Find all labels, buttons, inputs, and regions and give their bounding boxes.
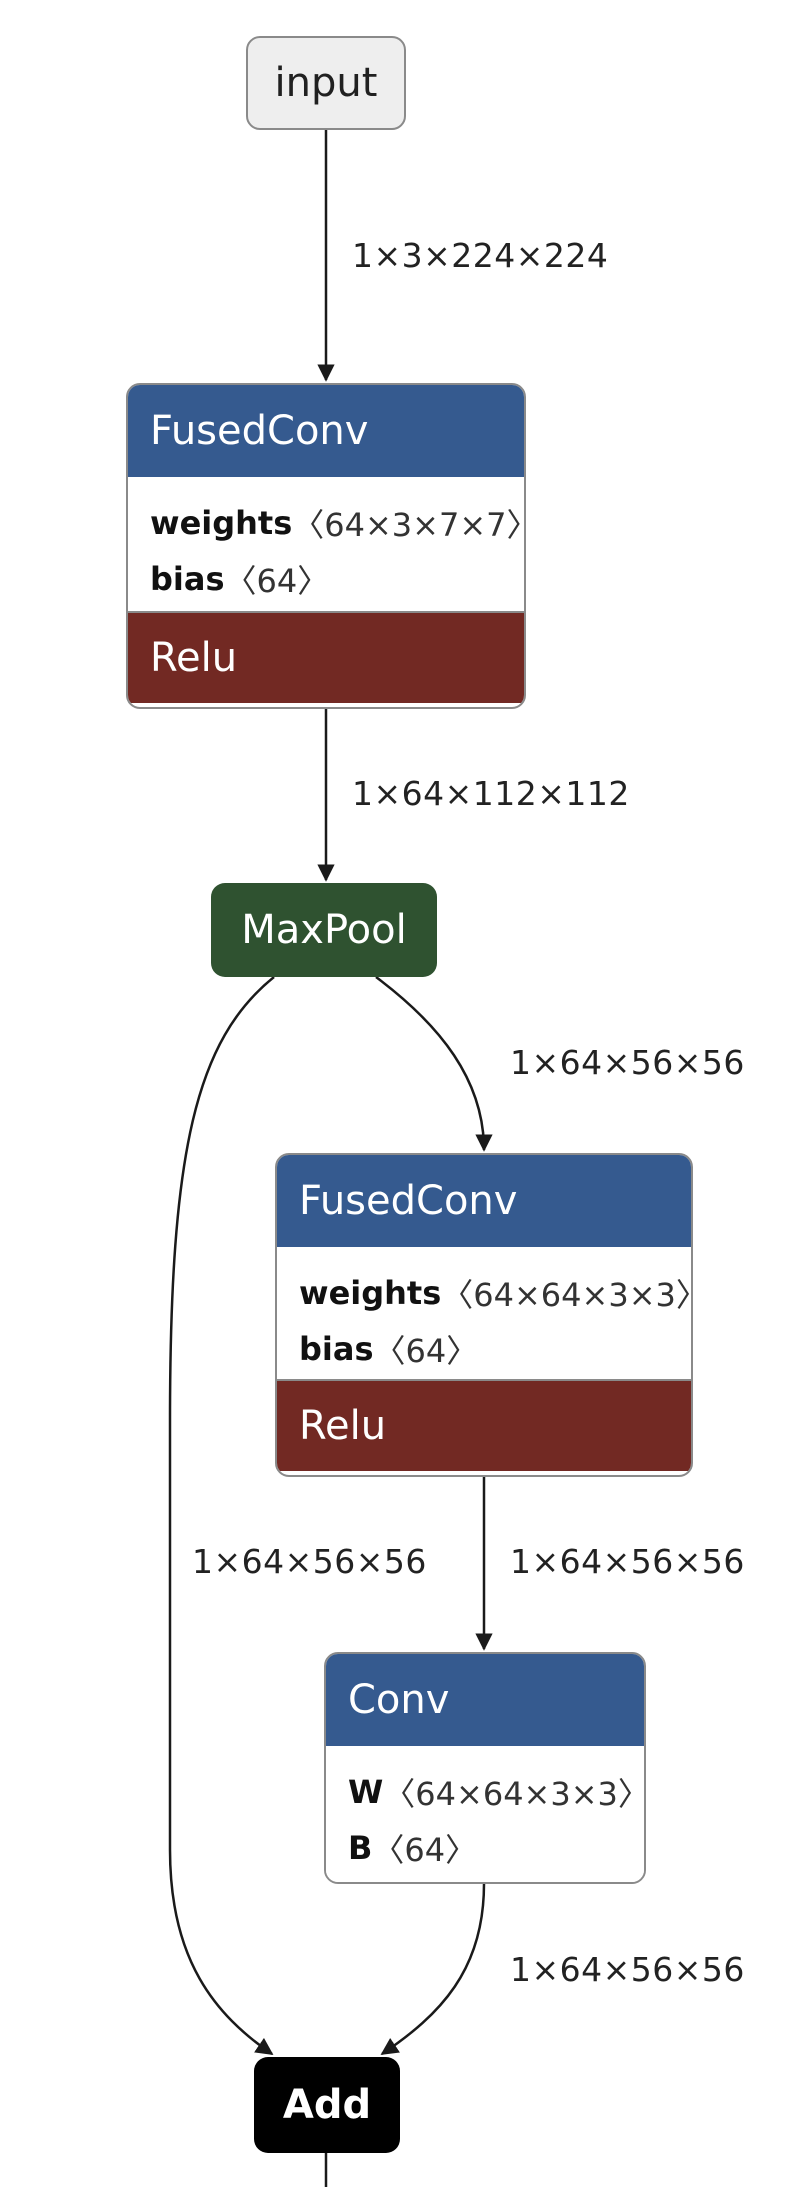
edge-label-conv-add: 1×64×56×56 [510,1950,745,1989]
edge-label-maxpool-add: 1×64×56×56 [192,1542,427,1581]
attribute-value: 〈64×3×7×7〉 [292,506,526,544]
node-fusedconv-1-attributes: weights〈64×3×7×7〉 bias〈64〉 [128,477,524,611]
node-add-label: Add [282,2082,372,2128]
attribute-row: bias〈64〉 [150,551,502,607]
node-maxpool-label: MaxPool [241,907,407,953]
node-fusedconv-1-activation: Relu [128,611,524,703]
node-input-label: input [274,60,378,106]
attribute-name: bias [150,560,225,598]
edge-maxpool-to-fusedconv-2 [375,976,493,1152]
attribute-row: bias〈64〉 [299,1321,669,1377]
node-fusedconv-2[interactable]: FusedConv weights〈64×64×3×3〉 bias〈64〉 Re… [275,1153,693,1477]
edge-label-maxpool-fusedconv-2: 1×64×56×56 [510,1043,745,1082]
node-fusedconv-1-header: FusedConv [128,385,524,477]
attribute-name: weights [150,504,293,542]
node-conv-header: Conv [326,1654,644,1746]
edge-label-fusedconv-2-conv: 1×64×56×56 [510,1542,745,1581]
node-conv-attributes: W〈64×64×3×3〉 B〈64〉 [326,1746,644,1882]
node-fusedconv-1[interactable]: FusedConv weights〈64×3×7×7〉 bias〈64〉 Rel… [126,383,526,709]
attribute-value: 〈64〉 [372,1831,478,1869]
attribute-name: bias [299,1330,374,1368]
node-conv[interactable]: Conv W〈64×64×3×3〉 B〈64〉 [324,1652,646,1884]
node-fusedconv-2-attributes: weights〈64×64×3×3〉 bias〈64〉 [277,1247,691,1379]
edge-label-input-fusedconv-1: 1×3×224×224 [352,236,609,275]
attribute-value: 〈64〉 [224,562,330,600]
attribute-value: 〈64×64×3×3〉 [441,1276,693,1314]
node-fusedconv-2-header: FusedConv [277,1155,691,1247]
node-input[interactable]: input [246,36,406,130]
edge-label-fusedconv-1-maxpool: 1×64×112×112 [352,774,630,813]
attribute-name: weights [299,1274,442,1312]
attribute-value: 〈64×64×3×3〉 [383,1775,646,1813]
attribute-row: B〈64〉 [348,1820,622,1876]
node-add[interactable]: Add [254,2057,400,2153]
edge-conv-to-add [380,1883,486,2056]
edge-maxpool-to-add [168,976,275,2056]
node-maxpool[interactable]: MaxPool [211,883,437,977]
attribute-row: weights〈64×3×7×7〉 [150,495,524,551]
attribute-row: W〈64×64×3×3〉 [348,1764,644,1820]
attribute-row: weights〈64×64×3×3〉 [299,1265,691,1321]
attribute-name: W [348,1773,384,1811]
attribute-value: 〈64〉 [373,1332,479,1370]
attribute-name: B [348,1829,373,1867]
node-fusedconv-2-activation: Relu [277,1379,691,1471]
